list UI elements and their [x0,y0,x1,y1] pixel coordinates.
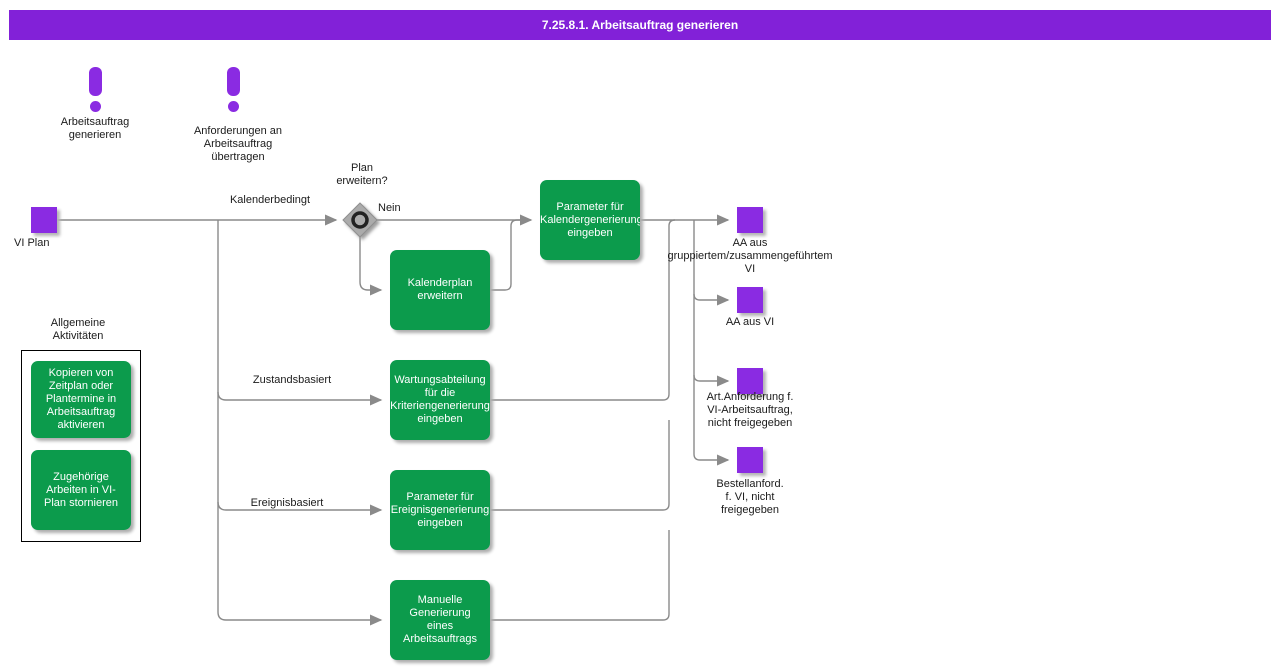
exclamation-icon[interactable] [228,101,239,112]
exclamation-icon[interactable] [90,101,101,112]
task-parameter-kalendergenerierung[interactable]: Parameter für Kalendergenerierung eingeb… [540,180,640,260]
task-wartungsabteilung-kriterien[interactable]: Wartungsabteilung für die Kriteriengener… [390,360,490,440]
output-bestellanford-data-object[interactable] [737,447,763,473]
flow-kalenderplan-out [490,219,522,291]
sidebar-title: Allgemeine Aktivitäten [50,317,106,342]
page-title: 7.25.8.1. Arbeitsauftrag generieren [9,10,1271,40]
task-manuelle-generierung[interactable]: Manuelle Generierung eines Arbeitsauftra… [390,580,490,660]
event-label-arbeitsauftrag-generieren: Arbeitsauftrag generieren [60,116,130,141]
task-kopieren-zeitplan[interactable]: Kopieren von Zeitplan oder Plantermine i… [31,361,131,438]
task-zugehoerige-arbeiten-stornieren[interactable]: Zugehörige Arbeiten in VI- Plan stornier… [31,450,131,530]
flow-wartung-merge [490,219,676,401]
flow-branch-vertical [217,220,383,626]
flow-decision-to-kalenderplan [359,236,383,296]
exclamation-icon[interactable] [89,67,102,96]
output-label-art-anforderung: Art.Anforderung f. VI-Arbeitsauftrag, ni… [706,391,794,429]
output-label-aa-gruppiert: AA aus gruppiertem/zusammengeführtem VI [667,237,833,275]
exclamation-icon[interactable] [227,67,240,96]
event-label-anforderungen-uebertragen: Anforderungen an Arbeitsauftrag übertrag… [193,125,283,163]
flow-ereignisbasiert [217,501,383,516]
output-aa-gruppiert-data-object[interactable] [737,207,763,233]
decision-question-label: Plan erweitern? [336,162,388,187]
output-art-anforderung-data-object[interactable] [737,368,763,394]
output-label-bestellanford: Bestellanford. f. VI, nicht freigegeben [716,478,784,516]
flow-to-bestellanford [693,453,730,466]
branch-label-kalenderbedingt: Kalenderbedingt [229,194,311,206]
output-label-aa-aus-vi: AA aus VI [725,316,775,328]
branch-label-ereignisbasiert: Ereignisbasiert [250,497,324,509]
flow-ereignis-merge [490,420,670,511]
task-kalenderplan-erweitern[interactable]: Kalenderplan erweitern [390,250,490,330]
task-parameter-ereignisgenerierung[interactable]: Parameter für Ereignisgenerierung eingeb… [390,470,490,550]
vi-plan-label: VI Plan [14,237,50,249]
flow-manuell-merge [490,530,670,621]
flow-zustandsbasiert [217,391,383,406]
output-aa-aus-vi-data-object[interactable] [737,287,763,313]
flow-to-aa-aus-vi [693,293,730,306]
decision-gateway[interactable] [342,202,378,238]
branch-label-zustandsbasiert: Zustandsbasiert [252,374,332,386]
decision-no-label: Nein [378,202,401,214]
flow-to-art-anforderung [693,374,730,387]
vi-plan-data-object[interactable] [31,207,57,233]
